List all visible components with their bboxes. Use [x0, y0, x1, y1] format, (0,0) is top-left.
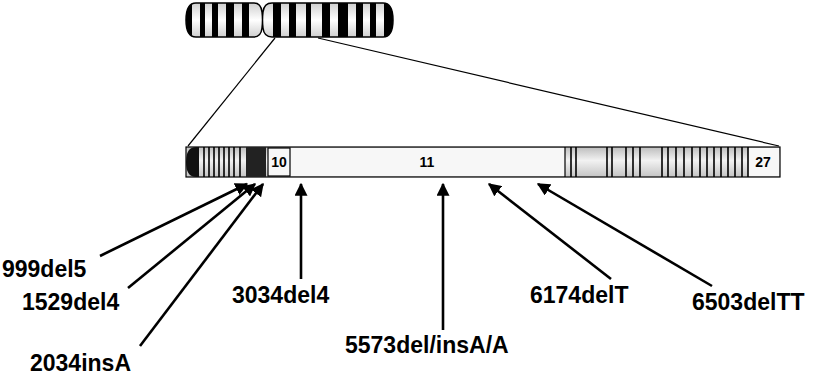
zoom-line	[188, 38, 275, 146]
zoom-line	[318, 38, 779, 146]
exon-number: 27	[755, 155, 771, 169]
gene-bar	[186, 147, 780, 177]
chromosome	[186, 0, 393, 40]
mutation-label: 5573del/insA/A	[345, 334, 509, 357]
exon-number: 11	[420, 155, 435, 169]
mutation-arrows	[100, 184, 712, 346]
mutation-label: 6174delT	[530, 284, 628, 307]
mutation-label: 6503delTT	[692, 291, 805, 314]
mutation-label: 3034del4	[232, 284, 329, 307]
mutation-label: 999del5	[2, 258, 86, 281]
mutation-label: 1529del4	[22, 291, 119, 314]
mutation-label: 2034insA	[30, 352, 131, 375]
exon-number: 10	[271, 155, 287, 169]
